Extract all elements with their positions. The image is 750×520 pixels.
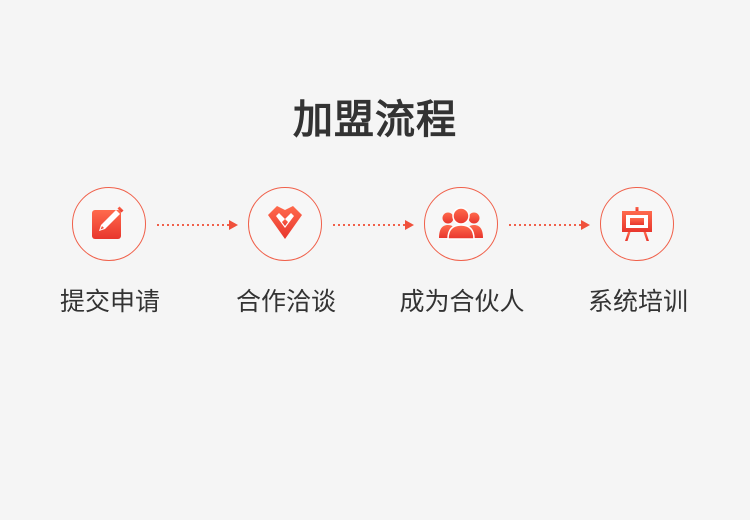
arrow-connector-1	[157, 220, 239, 230]
step-circle-submit	[72, 187, 146, 261]
arrow-connector-2	[333, 220, 415, 230]
users-icon	[439, 207, 483, 240]
page-title: 加盟流程	[293, 97, 457, 143]
step-circle-training	[600, 187, 674, 261]
step-circle-partner	[424, 187, 498, 261]
step-label-negotiate: 合作洽谈	[235, 287, 336, 316]
presentation-board-icon	[622, 207, 652, 241]
step-label-submit: 提交申请	[59, 287, 160, 316]
heart-diamond-icon	[268, 206, 302, 239]
step-circle-negotiate	[248, 187, 322, 261]
edit-icon	[92, 206, 124, 239]
arrow-connector-3	[509, 220, 591, 230]
step-label-partner: 成为合伙人	[399, 287, 525, 316]
step-label-training: 系统培训	[587, 287, 688, 316]
